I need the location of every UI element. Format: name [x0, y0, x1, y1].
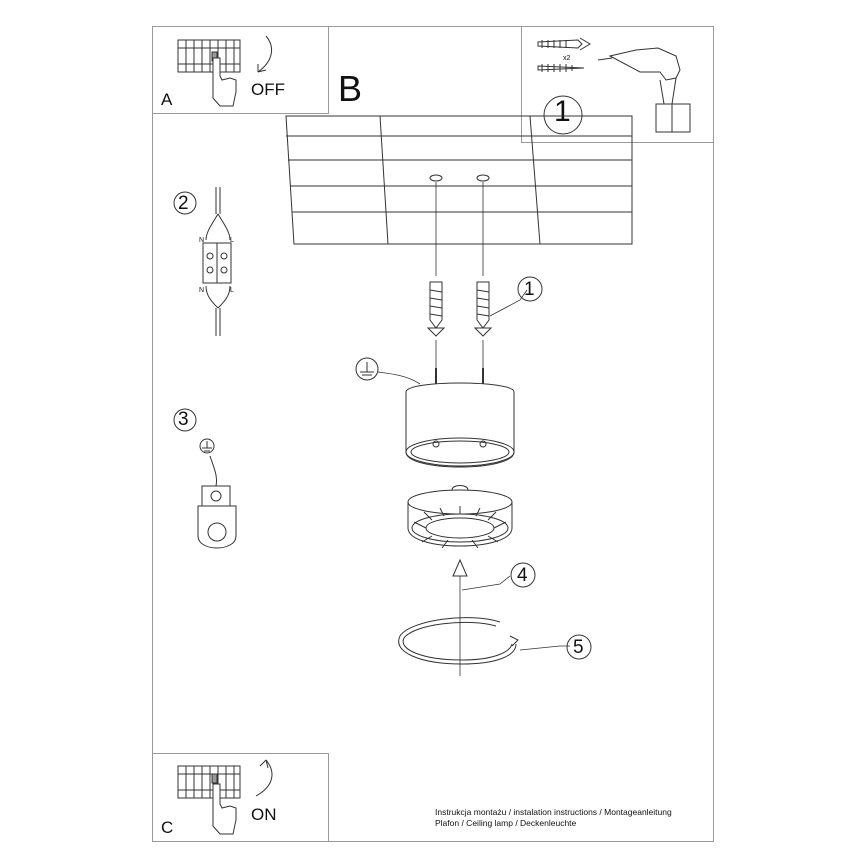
insert-arrow-head	[452, 558, 468, 577]
instruction-sheet-frame	[152, 26, 714, 842]
step-1-circle	[543, 95, 583, 135]
tools-quantity: x2	[563, 55, 571, 62]
ground-wire	[209, 455, 217, 487]
hand-icon	[212, 57, 237, 107]
wire-label-n-bottom: N	[199, 287, 205, 294]
wall-plug-icon	[537, 37, 591, 51]
ground-symbol-icon	[199, 438, 215, 454]
caption-line-2: Plafon / Ceiling lamp / Deckenleuchte	[435, 818, 577, 828]
panel-c-on-label: ON	[251, 805, 277, 824]
hand-icon-c	[212, 783, 237, 835]
callout-1-number: 1	[524, 279, 535, 300]
step-2-number: 2	[178, 193, 189, 214]
callout-4-number: 4	[517, 565, 528, 586]
dowel-icon-right	[473, 281, 493, 337]
caption: Instrukcja montażu / instalation instruc…	[435, 807, 672, 829]
wire-label-l-top: L	[230, 237, 234, 244]
lamp-diffuser	[407, 485, 513, 549]
panel-b-letter: B	[338, 68, 363, 109]
arrow-up-icon	[255, 759, 273, 797]
step-3-number: 3	[178, 409, 189, 430]
panel-a-off-label: OFF	[251, 80, 285, 99]
callout-5-number: 5	[573, 637, 584, 658]
callout-5-circle	[566, 634, 592, 660]
breaker-switchboard-icon-c	[177, 765, 241, 799]
step-3-circle	[173, 408, 197, 432]
ground-terminal-icon	[197, 485, 237, 549]
dowel-icon-left	[426, 281, 446, 337]
drill-icon	[597, 47, 691, 133]
ceiling-panels	[285, 115, 633, 245]
breaker-switchboard-icon	[177, 39, 241, 73]
tools-step-number: 1	[554, 95, 571, 128]
panel-a-letter: A	[161, 90, 173, 109]
ground-symbol-fixture-icon	[355, 357, 379, 381]
terminal-block-icon	[202, 187, 232, 336]
callout-1-circle	[517, 276, 543, 302]
callout-4-circle	[510, 562, 536, 588]
lamp-body	[405, 382, 515, 468]
screw-icon	[537, 64, 585, 72]
arrow-down-icon	[257, 35, 273, 73]
retaining-ring	[398, 617, 519, 665]
panel-c-letter: C	[161, 818, 174, 837]
wire-label-n-top: N	[199, 237, 205, 244]
caption-line-1: Instrukcja montażu / instalation instruc…	[435, 807, 672, 817]
step-2-circle	[173, 191, 197, 215]
wire-label-l-bottom: L	[230, 287, 234, 294]
